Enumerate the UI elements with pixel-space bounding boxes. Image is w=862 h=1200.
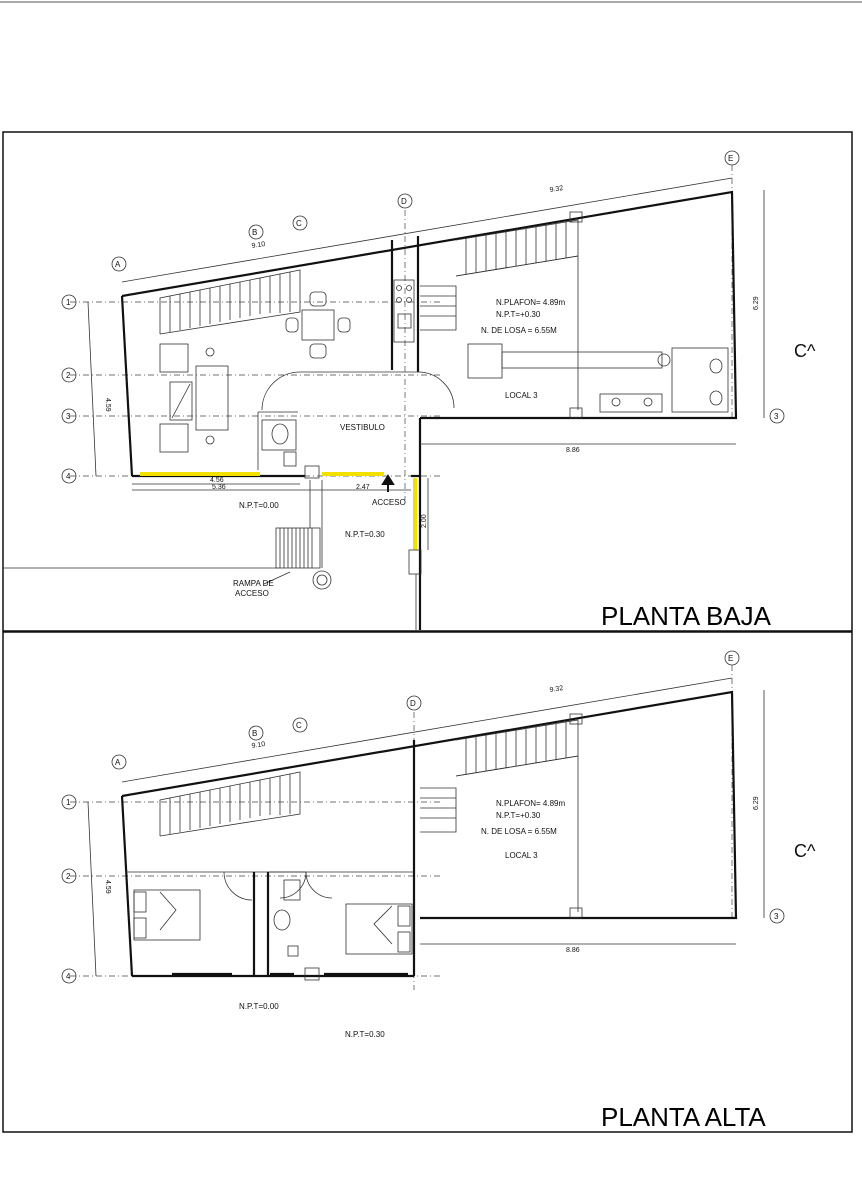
upper-bath	[273, 879, 301, 957]
svg-text:9.32: 9.32	[549, 685, 564, 694]
svg-text:B: B	[252, 228, 257, 237]
stairs-left	[159, 269, 301, 335]
svg-text:4: 4	[66, 972, 71, 981]
bedroom-2-bed	[345, 903, 413, 955]
npt-000-label: N.P.T=0.00	[239, 1002, 279, 1011]
stairs-right	[420, 219, 579, 410]
svg-text:1: 1	[66, 798, 71, 807]
svg-text:3: 3	[774, 412, 779, 421]
losa-note: N. DE LOSA = 6.55M	[481, 827, 557, 836]
svg-text:4.56: 4.56	[210, 477, 224, 484]
axis-marker-D: D	[406, 695, 422, 711]
svg-text:6.29: 6.29	[753, 296, 760, 310]
half-bath	[261, 419, 297, 467]
stairs-left	[159, 771, 301, 837]
axis-marker-B: B	[248, 725, 264, 741]
svg-text:2: 2	[66, 872, 71, 881]
rampa-label-1: RAMPA DE	[233, 579, 274, 588]
vestibulo-label: VESTIBULO	[340, 423, 385, 432]
axis-marker-C: C	[292, 215, 308, 231]
local-fixtures	[467, 211, 729, 419]
svg-text:2.00: 2.00	[421, 514, 428, 528]
axis-marker-2: 2	[61, 868, 77, 884]
svg-text:4.59: 4.59	[104, 398, 111, 412]
svg-text:E: E	[728, 654, 733, 663]
planta-baja-title: PLANTA BAJA	[601, 601, 772, 631]
svg-text:2: 2	[66, 371, 71, 380]
svg-text:6.29: 6.29	[753, 796, 760, 810]
svg-text:A: A	[115, 260, 121, 269]
axis-marker-1: 1	[61, 294, 77, 310]
svg-text:E: E	[728, 154, 733, 163]
local-label: LOCAL 3	[505, 851, 538, 860]
dining-table	[285, 291, 351, 359]
axis-marker-C: C	[292, 717, 308, 733]
axis-marker-D: D	[397, 193, 413, 209]
svg-text:4: 4	[66, 472, 71, 481]
axis-marker-E: E	[724, 650, 740, 666]
access-ramp	[263, 480, 332, 590]
svg-text:3: 3	[774, 912, 779, 921]
plafon-note: N.PLAFON= 4.89m	[496, 298, 565, 307]
acceso-label: ACCESO	[372, 498, 406, 507]
planta-alta-title: PLANTA ALTA	[601, 1102, 766, 1132]
npt-000-label: N.P.T=0.00	[239, 501, 279, 510]
axis-marker-A: A	[111, 256, 127, 272]
axis-marker-2: 2	[61, 367, 77, 383]
living-room-furniture	[159, 343, 229, 453]
axis-marker-3-left: 3	[61, 408, 77, 424]
panel-frame	[2, 131, 853, 632]
svg-text:2.47: 2.47	[356, 484, 370, 491]
npt-local-note: N.P.T=+0.30	[496, 811, 541, 820]
access-arrow-icon	[381, 474, 395, 492]
section-mark: C^	[794, 841, 816, 861]
svg-text:C: C	[296, 219, 302, 228]
losa-note: N. DE LOSA = 6.55M	[481, 326, 557, 335]
bedroom-1-bed	[133, 889, 201, 941]
kitchen-counter	[393, 279, 415, 343]
axis-marker-4: 4	[61, 468, 77, 484]
svg-text:8.86: 8.86	[566, 447, 580, 454]
svg-text:A: A	[115, 758, 121, 767]
svg-text:C: C	[296, 721, 302, 730]
svg-text:9.32: 9.32	[549, 185, 564, 194]
section-mark: C^	[794, 341, 816, 361]
planta-baja-panel: A B C D E 1 2 3 4 3	[2, 131, 853, 632]
planta-alta-panel: A B C D E 1 2 4 3	[2, 631, 853, 1133]
axis-marker-3-right: 3	[769, 408, 785, 424]
npt-030-label: N.P.T=0.30	[345, 530, 385, 539]
rampa-label-2: ACCESO	[235, 589, 269, 598]
svg-text:D: D	[410, 699, 416, 708]
stairs-right	[420, 713, 583, 919]
svg-text:5.36: 5.36	[212, 484, 226, 491]
npt-local-note: N.P.T=+0.30	[496, 310, 541, 319]
svg-text:D: D	[401, 197, 407, 206]
axis-marker-E: E	[724, 150, 740, 166]
local-label: LOCAL 3	[505, 391, 538, 400]
svg-text:9.10: 9.10	[251, 741, 266, 750]
axis-marker-4: 4	[61, 968, 77, 984]
svg-text:9.10: 9.10	[251, 241, 266, 250]
axis-marker-3-right: 3	[769, 908, 785, 924]
panel-frame	[2, 631, 853, 1133]
plafon-note: N.PLAFON= 4.89m	[496, 799, 565, 808]
svg-text:4.59: 4.59	[104, 880, 111, 894]
svg-text:1: 1	[66, 298, 71, 307]
svg-text:3: 3	[66, 412, 71, 421]
axis-marker-A: A	[111, 754, 127, 770]
axis-marker-1: 1	[61, 794, 77, 810]
axis-marker-B: B	[248, 224, 264, 240]
svg-text:B: B	[252, 729, 257, 738]
svg-text:8.86: 8.86	[566, 947, 580, 954]
npt-030-label: N.P.T=0.30	[345, 1030, 385, 1039]
